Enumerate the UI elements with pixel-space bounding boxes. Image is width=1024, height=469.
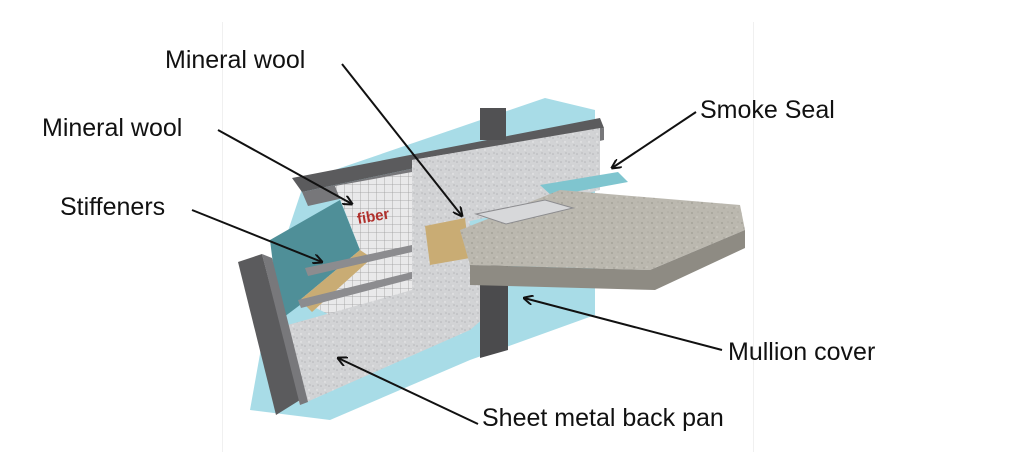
right-guide-line	[753, 22, 754, 452]
leader-mullion-cover	[524, 298, 723, 351]
label-mineral-wool-left: Mineral wool	[42, 114, 183, 142]
left-guide-line	[222, 22, 223, 452]
label-stiffeners: Stiffeners	[60, 193, 166, 221]
leader-back-pan	[338, 358, 479, 425]
label-mineral-wool-top: Mineral wool	[165, 46, 306, 74]
stiffener-2	[298, 272, 412, 308]
anchor-plate	[474, 199, 575, 225]
mineral-wool-slab-edge	[425, 218, 470, 265]
leader-smoke-seal	[612, 111, 697, 168]
label-mullion-cover: Mullion cover	[728, 338, 876, 366]
mullion-cover-shape	[480, 262, 508, 358]
stiffener-1	[305, 245, 412, 276]
left-mullion-face	[262, 254, 308, 405]
smoke-seal-shape	[540, 172, 628, 196]
leader-stiffeners	[191, 209, 322, 262]
left-mullion	[238, 254, 300, 415]
leader-mineral-wool-left	[217, 129, 352, 204]
back-pan-main	[270, 152, 505, 405]
mullion-top	[480, 108, 506, 140]
concrete-slab-side	[470, 230, 745, 290]
label-smoke-seal: Smoke Seal	[700, 96, 835, 124]
leader-mineral-wool-top	[341, 63, 462, 216]
panel-stamp: fiber	[356, 206, 391, 228]
label-back-pan: Sheet metal back pan	[482, 404, 724, 432]
